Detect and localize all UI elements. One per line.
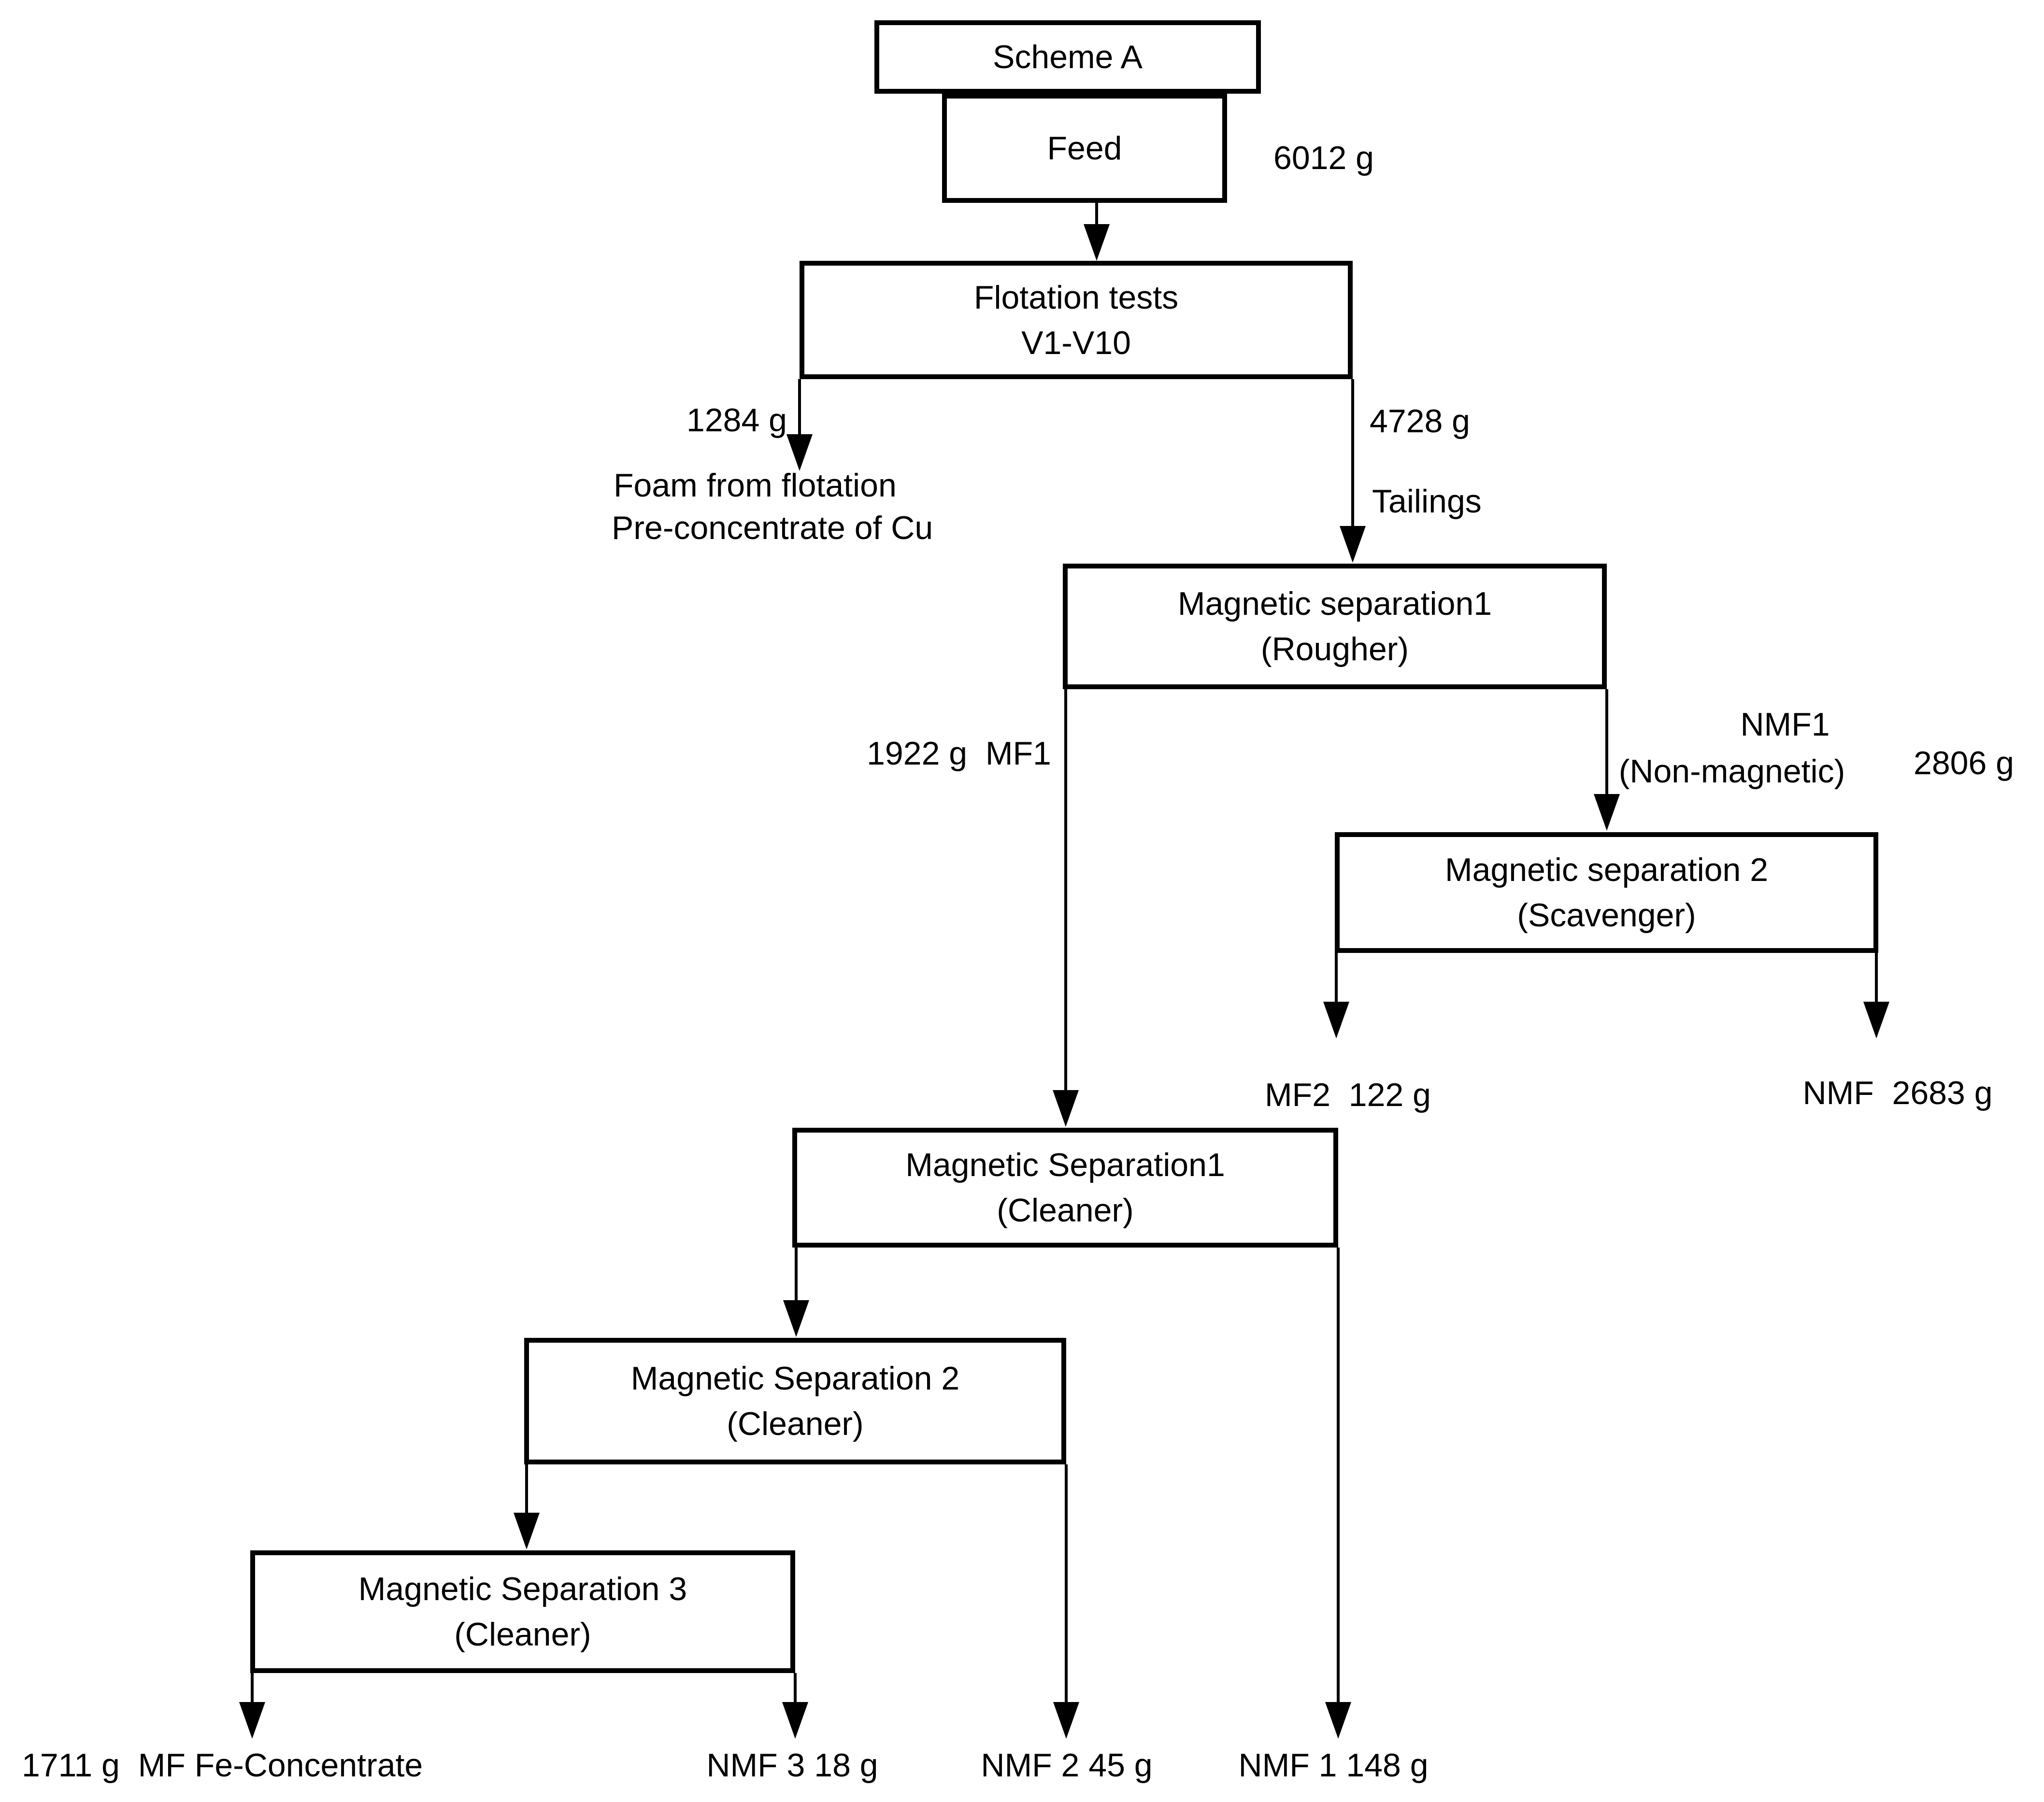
arrow-down-icon [1053,1090,1079,1127]
node-label: Flotation tests [973,279,1179,316]
node-label: (Cleaner) [727,1405,864,1442]
edge-line-scavenger-to-nmf [1875,953,1878,1005]
label-nmf3-out: NMF 3 18 g [706,1747,878,1784]
label-nmf1-out: NMF 1 148 g [1238,1747,1429,1784]
edge-line-cleaner1-to-nmf1-out [1337,1248,1340,1705]
label-foam-line1: Foam from flotation [614,467,897,504]
label-nmf1-mass: 2806 g [1914,745,2014,781]
label-foam-line2: Pre-concentrate of Cu [612,510,933,546]
edge-line-flotation-to-foam [798,379,801,437]
label-fe-concentrate: 1711 g MF Fe-Concentrate [22,1747,423,1784]
node-feed: Feed [942,94,1227,203]
arrow-down-icon [1053,1702,1079,1739]
node-label: Magnetic Separation 3 [358,1571,687,1607]
node-label: Magnetic separation1 [1177,585,1492,622]
node-cleaner3: Magnetic Separation 3 (Cleaner) [250,1550,795,1673]
arrow-down-icon [783,1300,809,1337]
arrow-down-icon [1340,526,1366,563]
node-label: (Cleaner) [997,1192,1134,1229]
node-label: (Cleaner) [454,1616,591,1653]
edge-line-rougher-to-scavenger [1605,689,1608,797]
label-nmf-scavenger: NMF 2683 g [1802,1075,1993,1111]
arrow-down-icon [1084,224,1110,261]
label-feed-mass: 6012 g [1273,140,1374,176]
node-scheme-a: Scheme A [874,20,1261,94]
edge-line-scavenger-to-mf2 [1335,953,1338,1005]
node-scavenger: Magnetic separation 2 (Scavenger) [1335,832,1878,953]
arrow-down-icon [1863,1002,1889,1038]
arrow-down-icon [786,434,813,471]
label-foam-mass: 1284 g [686,402,787,439]
arrow-down-icon [782,1702,808,1739]
edge-line-flotation-to-rougher [1351,379,1354,529]
edge-line-rougher-to-cleaner1 [1064,689,1067,1093]
label-nmf2-out: NMF 2 45 g [981,1747,1153,1784]
node-label: Magnetic separation 2 [1444,851,1769,888]
edge-line-cleaner3-to-concentrate [251,1673,254,1705]
edge-line-cleaner2-to-cleaner3 [525,1464,528,1516]
label-mf1: 1922 g MF1 [867,735,1051,772]
label-mf2: MF2 122 g [1265,1077,1431,1113]
arrow-down-icon [1594,794,1620,831]
node-cleaner2: Magnetic Separation 2 (Cleaner) [524,1338,1066,1464]
label-tailings: Tailings [1372,483,1482,520]
node-label: Magnetic Separation 2 [630,1360,960,1397]
arrow-down-icon [239,1702,265,1739]
node-label: (Scavenger) [1517,897,1696,934]
edge-line-feed-to-flotation [1095,203,1098,227]
node-rougher: Magnetic separation1 (Rougher) [1063,564,1607,689]
node-label: Magnetic Separation1 [905,1147,1225,1183]
edge-line-cleaner3-to-nmf3-out [794,1673,797,1705]
arrow-down-icon [514,1513,540,1549]
node-label: V1-V10 [1021,324,1131,361]
arrow-down-icon [1325,1702,1351,1739]
label-nmf1-sub: (Non-magnetic) [1618,753,1845,790]
node-cleaner1: Magnetic Separation1 (Cleaner) [792,1128,1338,1248]
arrow-down-icon [1323,1002,1349,1038]
edge-line-cleaner2-to-nmf2-out [1065,1464,1068,1705]
node-label: (Rougher) [1260,631,1409,667]
label-nmf1-name: NMF1 [1740,706,1830,743]
node-label: Feed [1047,130,1122,167]
edge-line-cleaner1-to-cleaner2 [795,1248,798,1303]
node-label: Scheme A [993,39,1143,75]
label-tailings-mass: 4728 g [1370,403,1470,440]
